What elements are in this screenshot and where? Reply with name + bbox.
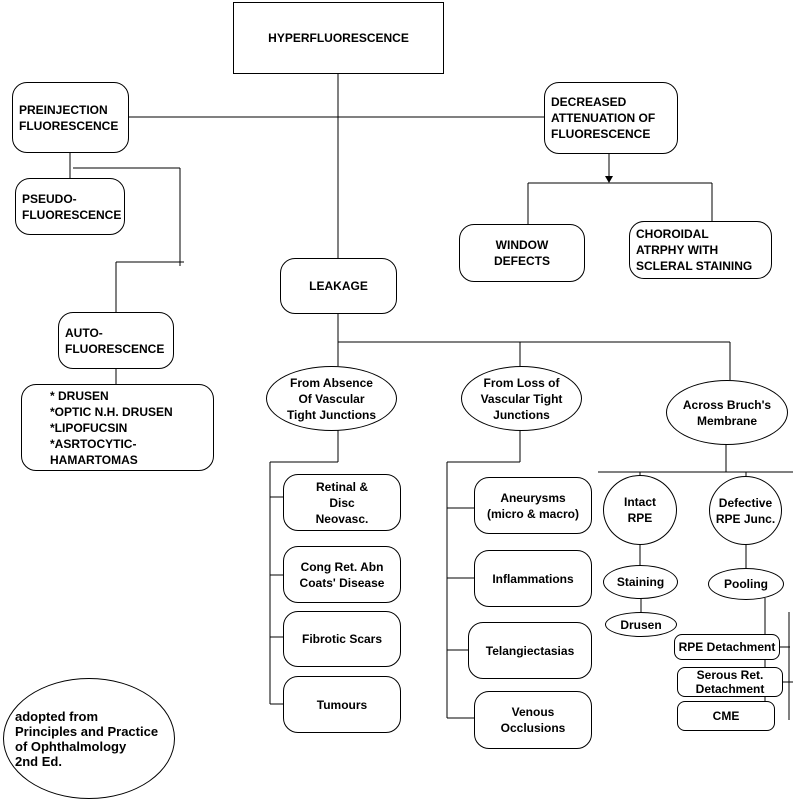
across-bruchs-membrane-ellipse: Across Bruch's Membrane [666, 380, 788, 445]
staining-ellipse: Staining [603, 565, 678, 599]
leakage-box: LEAKAGE [280, 258, 397, 314]
serous-ret-detachment-box: Serous Ret. Detachment [677, 667, 783, 697]
window-defects-box: WINDOW DEFECTS [459, 224, 585, 282]
tumours-box: Tumours [283, 676, 401, 733]
cme-box: CME [677, 701, 775, 731]
source-note-ellipse: adopted from Principles and Practice of … [3, 678, 175, 799]
fibrotic-scars-box: Fibrotic Scars [283, 611, 401, 667]
auto-fluorescence-box: AUTO- FLUORESCENCE [58, 312, 174, 369]
defective-rpe-junc-ellipse: Defective RPE Junc. [709, 476, 782, 545]
choroidal-atrophy-box: CHOROIDAL ATRPHY WITH SCLERAL STAINING [629, 221, 772, 279]
hyperfluorescence-box: HYPERFLUORESCENCE [233, 2, 444, 74]
absence-tight-junctions-ellipse: From Absence Of Vascular Tight Junctions [266, 366, 397, 431]
inflammations-box: Inflammations [474, 550, 592, 607]
auto-fluorescence-list-box: * DRUSEN *OPTIC N.H. DRUSEN *LIPOFUCSIN … [21, 384, 214, 471]
decreased-attenuation-box: DECREASED ATTENUATION OF FLUORESCENCE [544, 82, 678, 154]
intact-rpe-ellipse: Intact RPE [603, 475, 677, 545]
cong-ret-abn-box: Cong Ret. Abn Coats' Disease [283, 546, 401, 603]
drusen-ellipse: Drusen [605, 612, 677, 637]
loss-tight-junctions-ellipse: From Loss of Vascular Tight Junctions [461, 366, 582, 431]
preinjection-fluorescence-box: PREINJECTION FLUORESCENCE [12, 82, 129, 153]
pseudo-fluorescence-box: PSEUDO- FLUORESCENCE [15, 178, 125, 235]
retinal-disc-neovasc-box: Retinal & Disc Neovasc. [283, 474, 401, 531]
pooling-ellipse: Pooling [708, 568, 784, 600]
aneurysms-box: Aneurysms (micro & macro) [474, 477, 592, 534]
venous-occlusions-box: Venous Occlusions [474, 691, 592, 749]
rpe-detachment-box: RPE Detachment [674, 634, 780, 660]
telangiectasias-box: Telangiectasias [468, 622, 592, 679]
